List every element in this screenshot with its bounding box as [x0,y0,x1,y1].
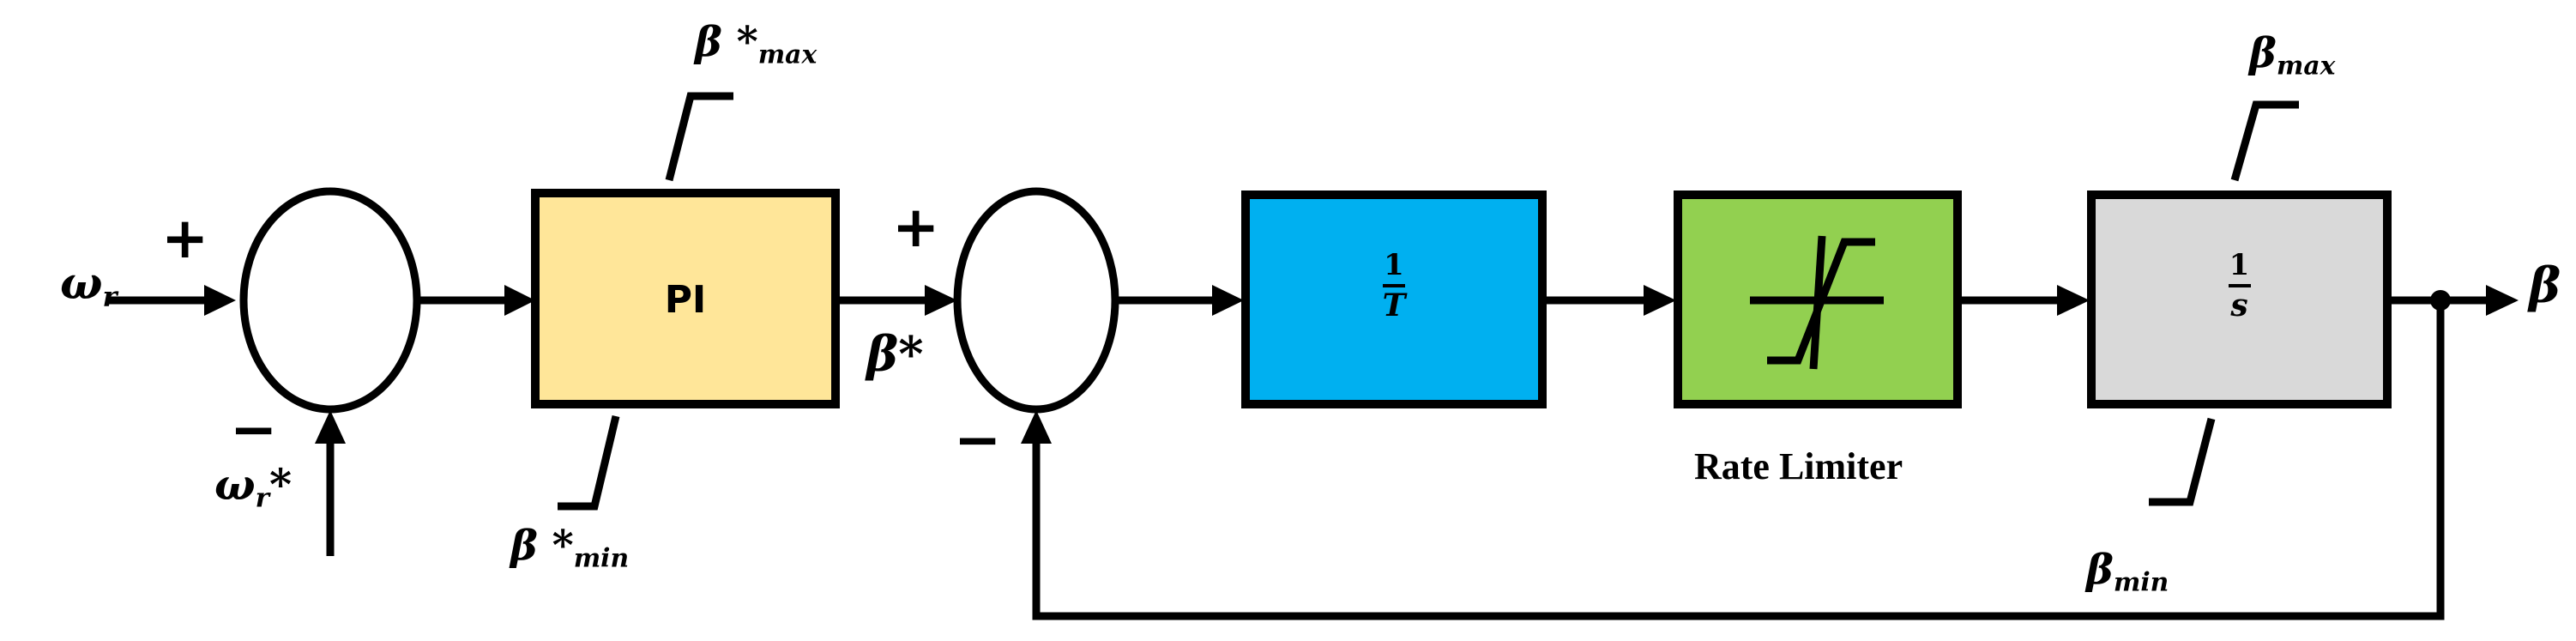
integrator-block-fraction: 1 s [2091,248,2387,324]
int-min-limit-mark [2149,417,2216,506]
integrator-block [2087,190,2392,408]
pi-max-limit-mark [665,92,733,182]
gain-fraction-bar [1383,283,1405,287]
sum-junction-1 [239,187,421,414]
pi-min-label: β *min [510,522,630,574]
sum1-minus-sign: − [230,396,278,463]
arrowhead-sum2-bottom [1021,410,1052,444]
omega-r-label: ωr [60,257,118,314]
rate-limiter-icon [1750,235,1884,370]
arrowhead-sum1-left [204,285,236,316]
gain-block [1241,190,1547,408]
int-max-label: βmax [2249,29,2336,82]
arrowhead-pi [504,285,535,316]
integrator-denominator: s [2230,287,2248,324]
gain-block-fraction: 1 T [1246,248,1542,324]
sum-junction-2 [953,187,1119,414]
arrowhead-rate [1644,285,1676,316]
arrowhead-int [2057,285,2090,316]
int-max-limit-mark [2230,100,2299,182]
pi-max-label: β *max [695,18,817,70]
rate-limiter-caption: Rate Limiter [1694,445,1903,487]
pi-block [531,189,840,408]
arrowhead-output [2486,285,2519,316]
sum1-plus-sign: + [161,205,209,271]
arrowhead-sum1-bottom [315,410,346,444]
gain-denominator: T [1382,287,1406,324]
integrator-numerator: 1 [2229,248,2250,282]
beta-ref-label: β* [866,326,924,383]
sum2-plus-sign: + [892,194,940,260]
int-min-label: βmin [2086,546,2169,598]
gain-numerator: 1 [1384,248,1404,282]
omega-r-ref-label: ωr* [214,459,293,514]
arrowhead-gain [1212,285,1244,316]
integrator-fraction-bar [2228,283,2251,287]
sum2-minus-sign: − [954,407,1002,473]
arrowhead-sum2-left [925,285,957,316]
beta-output-label: β [2529,257,2561,314]
wire-feedback [1032,300,2445,620]
pi-block-label: PI [664,278,707,322]
pi-min-limit-mark [558,414,620,511]
